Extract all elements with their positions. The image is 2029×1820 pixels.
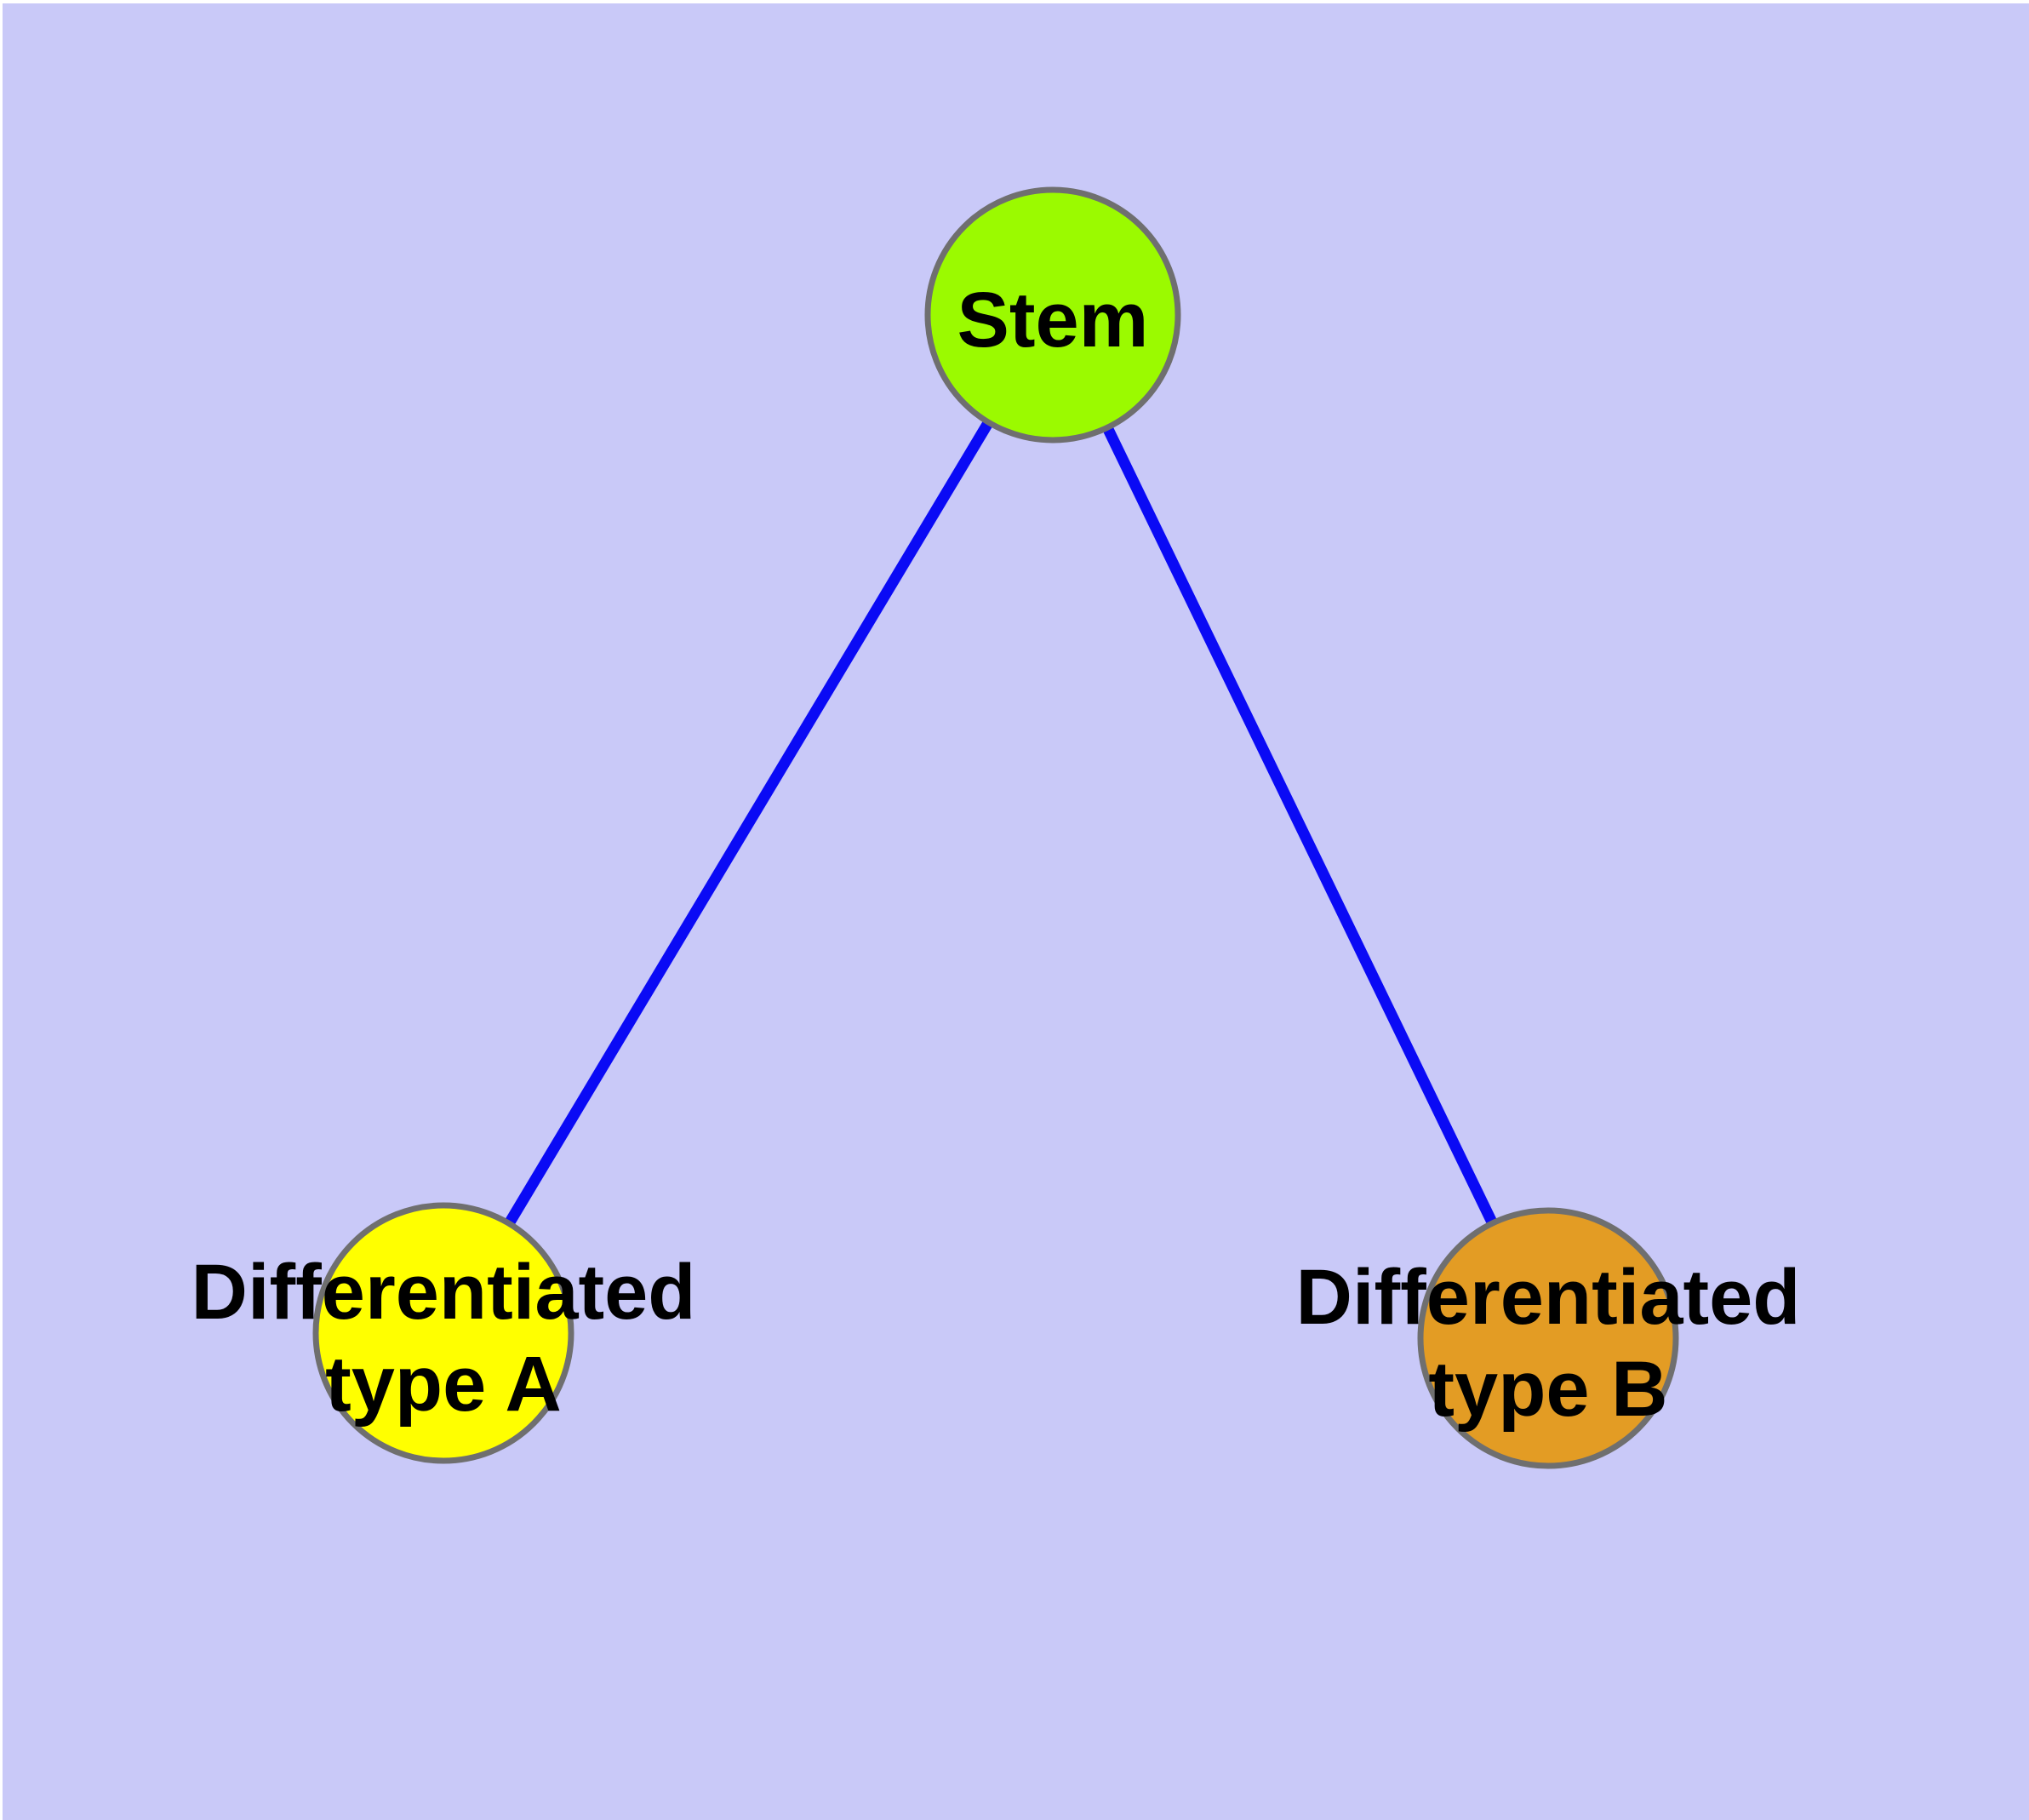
graph-svg	[312, 186, 1679, 1469]
node-stem-circle	[924, 186, 1181, 444]
edge-stem-to-type-a	[438, 312, 1058, 1336]
node-type-b-circle	[1417, 1207, 1679, 1469]
diagram-canvas: Stem Differentiated type A Differentiate…	[3, 3, 2029, 1820]
edge-stem-to-type-b	[1048, 312, 1553, 1341]
node-type-a-circle	[312, 1202, 574, 1464]
